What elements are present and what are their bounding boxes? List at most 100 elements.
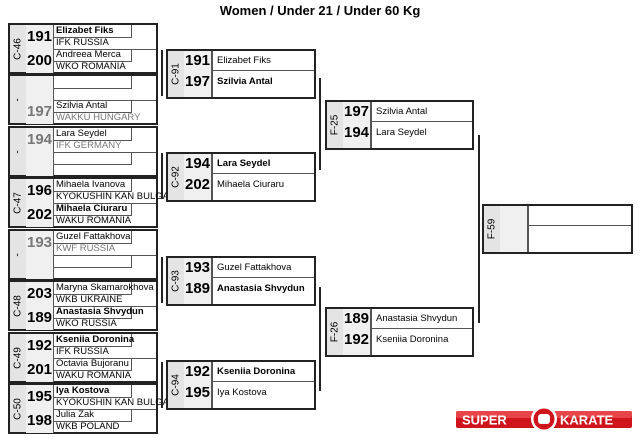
competitor-number (26, 152, 54, 176)
competitor-name[interactable]: Szilvia Antal (54, 100, 132, 113)
competitor-name[interactable] (54, 255, 132, 268)
competitor-name[interactable]: Andreea Merca (54, 49, 132, 62)
competitor-name[interactable]: Iya Kostova (54, 385, 132, 398)
competitor-number: 197 (184, 70, 212, 97)
competitor-name[interactable]: Anastasia Shvydun (371, 309, 472, 329)
competitor-club: WKO RUSSIA (56, 318, 117, 329)
match-id: C-47 (12, 191, 24, 214)
bracket-connector (161, 362, 163, 408)
match-label: - (10, 76, 27, 123)
match-label: F-26 (327, 309, 344, 355)
match-id: C-46 (12, 37, 24, 60)
competitor-club: WAKU ROMANIA (56, 215, 132, 226)
competitor-number: 189 (26, 306, 54, 330)
competitor-name[interactable]: Guzel Fattakhova (54, 231, 132, 244)
match-label: C-46 (10, 25, 27, 72)
match-label: F-25 (327, 102, 344, 148)
svg-text:KARATE: KARATE (560, 413, 614, 428)
competitor-number (500, 225, 528, 252)
match-label: F-59 (484, 206, 501, 252)
competitor-name[interactable] (54, 152, 132, 165)
competitor-number: 192 (184, 362, 212, 381)
competitor-name[interactable]: Lara Seydel (54, 128, 132, 141)
bracket-connector (161, 50, 163, 96)
match-label: C-93 (168, 258, 185, 304)
competitor-name[interactable]: Anastasia Shvydun (212, 277, 314, 304)
match-id: C-48 (12, 294, 24, 317)
competitor-club: WAKU ROMANIA (56, 370, 132, 381)
competitor-club: WKO ROMANIA (56, 61, 126, 72)
competitor-number: 197 (26, 100, 54, 124)
competitor-name[interactable]: Anastasia Shvydun (54, 306, 144, 319)
competitor-name[interactable]: Mihaela Ciuraru (212, 173, 314, 200)
competitor-name[interactable]: Szilvia Antal (212, 70, 314, 97)
competitor-name[interactable]: Iya Kostova (212, 381, 314, 408)
competitor-name[interactable] (54, 76, 132, 89)
competitor-name[interactable]: Mihaela Ciuraru (54, 203, 132, 216)
competitor-club (54, 88, 156, 101)
competitor-name[interactable]: Julia Zak (54, 409, 132, 422)
competitor-number: 193 (184, 258, 212, 277)
competitor-club (54, 267, 156, 279)
competitor-club: IFK RUSSIA (54, 37, 156, 50)
competitor-number: 201 (26, 358, 54, 382)
competitor-name[interactable] (528, 225, 631, 252)
competitor-number: 203 (26, 282, 54, 306)
competitor-number (500, 206, 528, 225)
page-title: Women / Under 21 / Under 60 Kg (219, 3, 421, 18)
competitor-name[interactable]: Elizabet Fiks (212, 51, 314, 71)
competitor-name[interactable]: Maryna Skamarokhova (54, 282, 154, 295)
competitor-number: 194 (26, 128, 54, 152)
competitor-number: 197 (343, 102, 371, 121)
competitor-name[interactable]: Lara Seydel (371, 121, 472, 148)
competitor-club: WKB POLAND (56, 421, 120, 432)
competitor-number: 195 (184, 381, 212, 408)
match-label: C-48 (10, 282, 27, 329)
competitor-name[interactable]: Octavia Bujoranu (54, 358, 132, 371)
competitor-name[interactable]: Elizabet Fiks (54, 25, 132, 38)
competitor-club (54, 164, 156, 176)
competitor-club: WAKKU HUNGARY (56, 112, 141, 123)
bracket-connector (478, 135, 480, 323)
match-id: C-93 (170, 270, 182, 292)
competitor-number: 191 (184, 51, 212, 70)
competitor-name[interactable]: Kseniia Doronina (212, 362, 314, 382)
competitor-name[interactable]: Guzel Fattakhova (212, 258, 314, 278)
competitor-club: KWF RUSSIA (54, 243, 156, 256)
competitor-number: 194 (184, 154, 212, 173)
match-label: - (10, 128, 27, 175)
match-label: C-91 (168, 51, 185, 97)
match-id: C-49 (12, 346, 24, 369)
competitor-name[interactable]: Kseniia Doronina (371, 328, 472, 355)
competitor-name[interactable]: Kseniia Doronina (54, 334, 135, 347)
match-id: C-50 (12, 397, 24, 420)
competitor-number: 192 (26, 334, 54, 358)
competitor-number: 192 (343, 328, 371, 355)
competitor-number: 193 (26, 231, 54, 255)
competitor-name[interactable] (528, 206, 631, 226)
bracket-connector (319, 78, 321, 170)
competitor-number: 194 (343, 121, 371, 148)
super-karate-logo: SUPER KARATE (456, 406, 632, 432)
competitor-number: 189 (343, 309, 371, 328)
bracket-connector (319, 287, 321, 391)
competitor-name[interactable]: Szilvia Antal (371, 102, 472, 122)
competitor-name[interactable]: Mihaela Ivanova (54, 179, 132, 192)
competitor-number: 200 (26, 49, 54, 73)
competitor-name[interactable]: Lara Seydel (212, 154, 314, 174)
bracket-connector (161, 257, 163, 303)
match-id: F-25 (329, 114, 341, 136)
competitor-club: IFK GERMANY (54, 140, 156, 153)
competitor-number: 198 (26, 409, 54, 433)
bracket-connector (161, 153, 163, 199)
